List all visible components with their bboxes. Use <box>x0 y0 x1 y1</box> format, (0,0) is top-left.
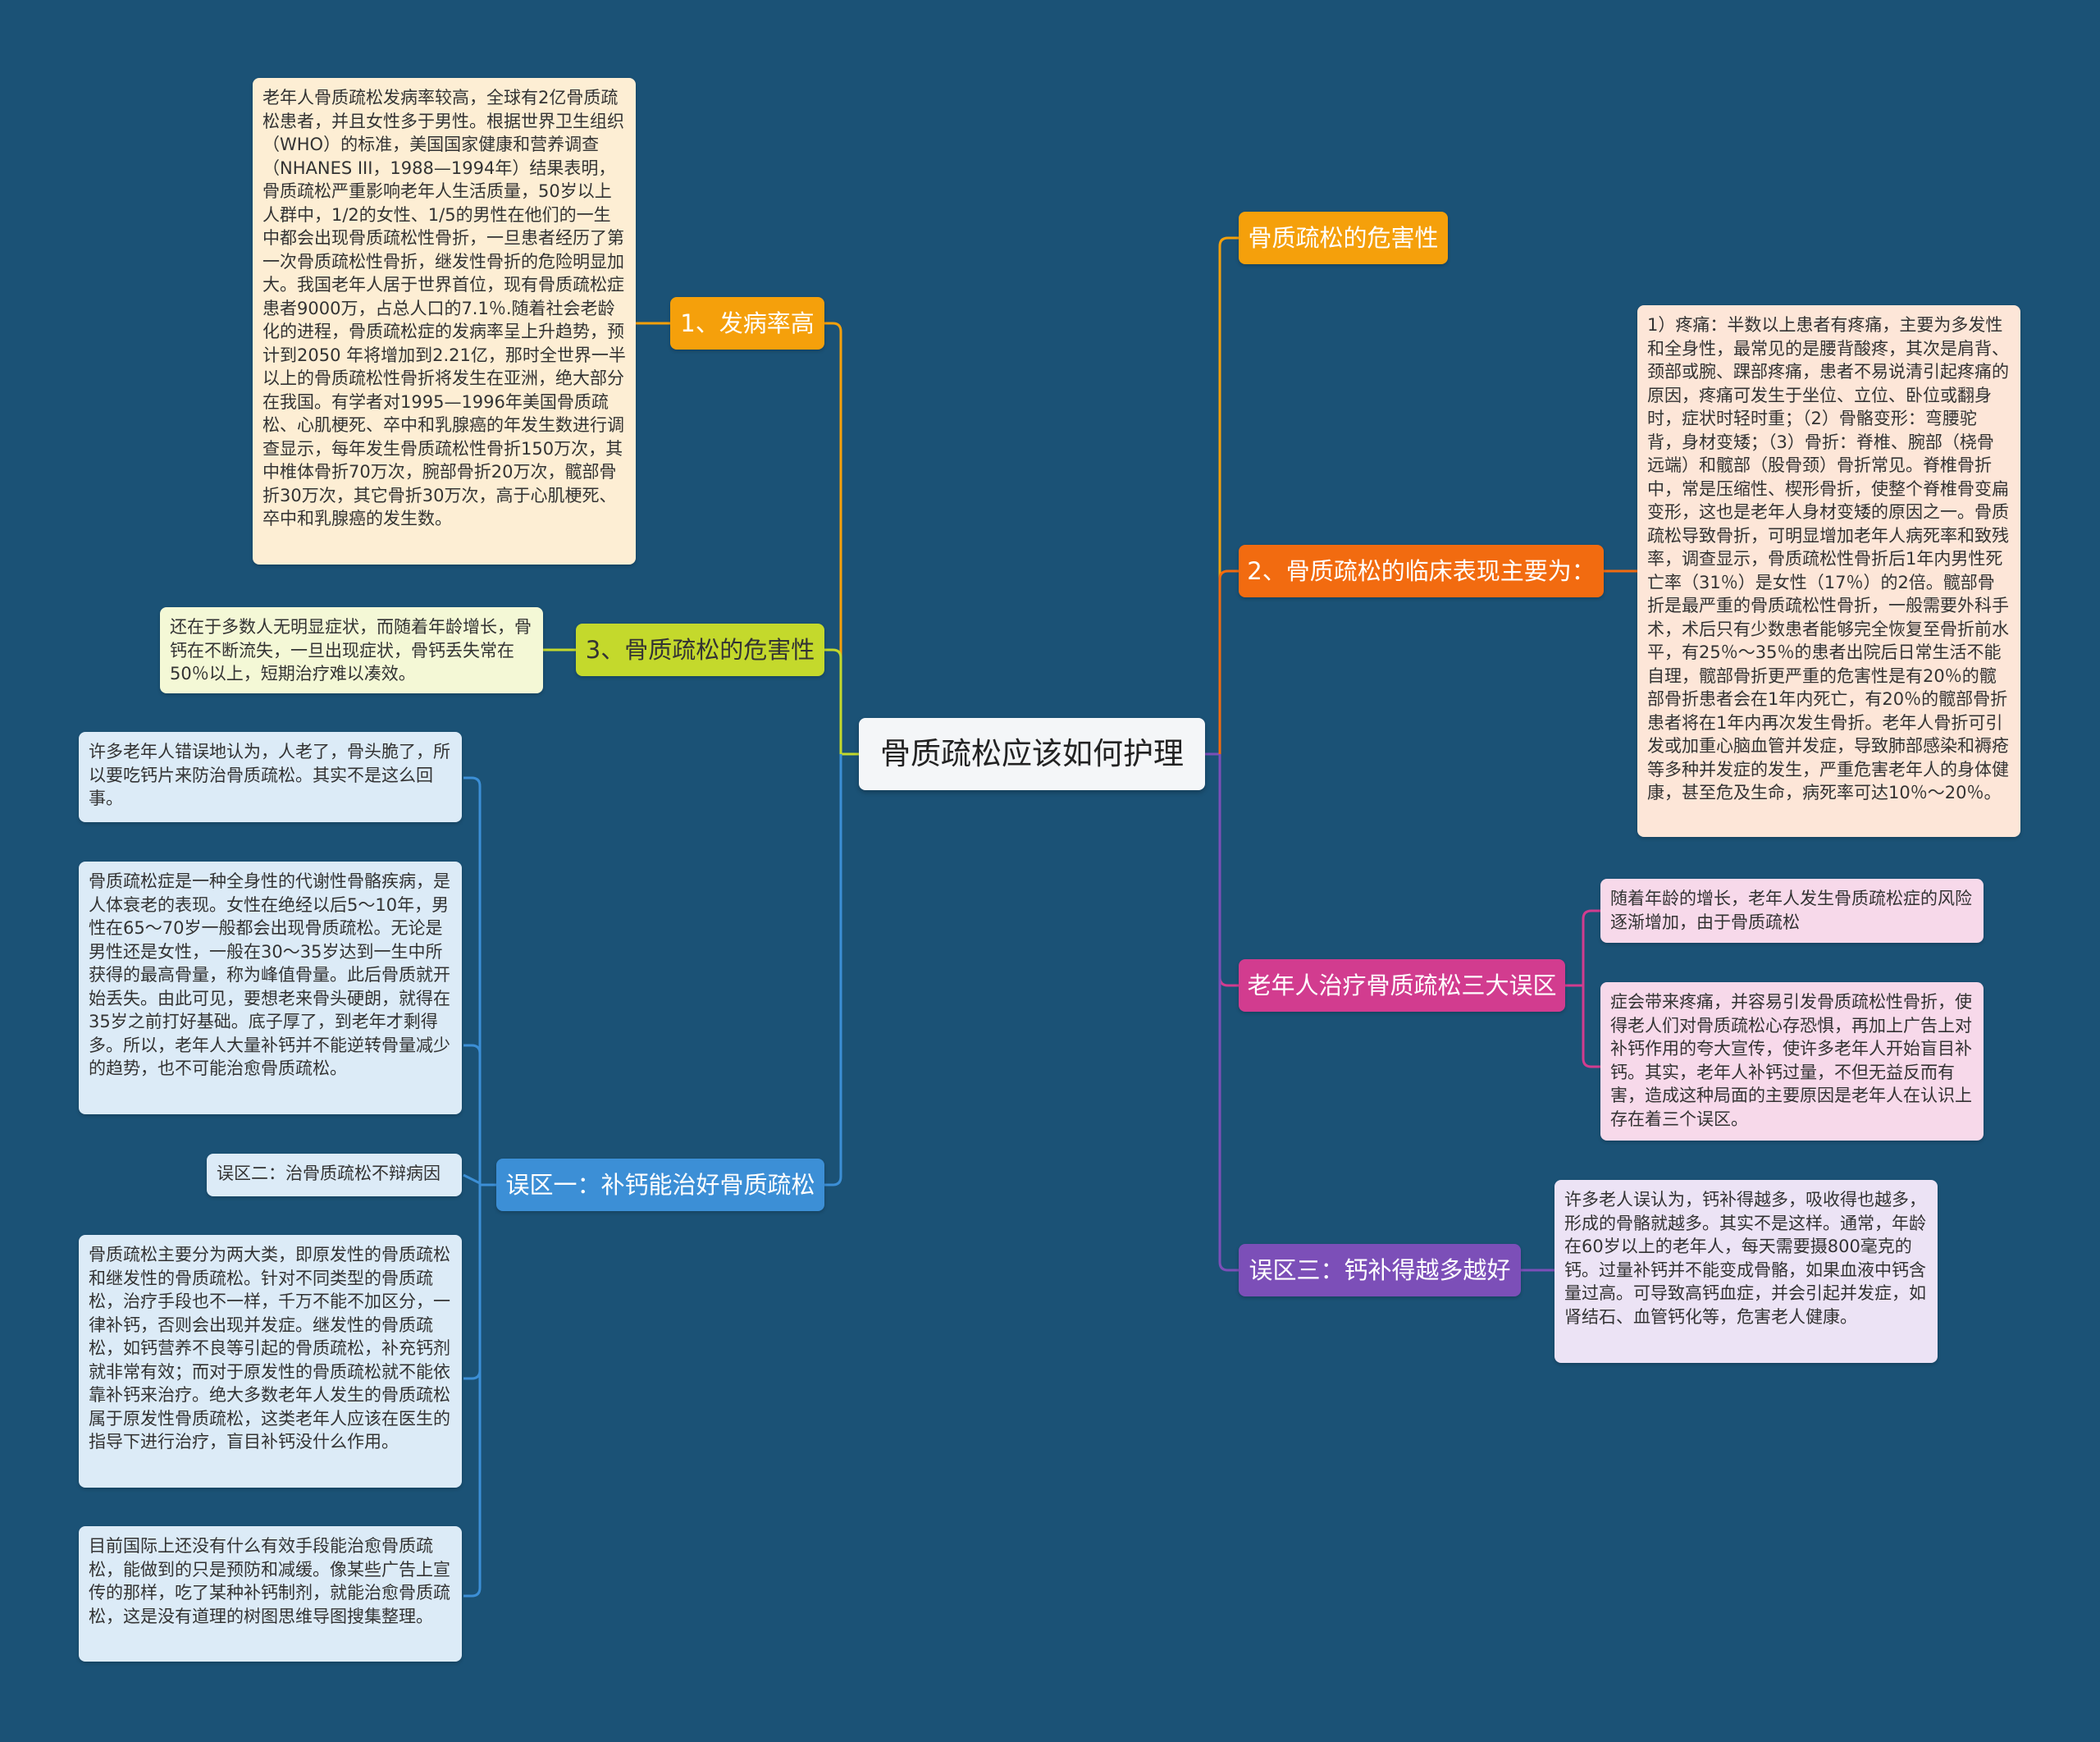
connector-sanda-leaves <box>1565 909 1600 1068</box>
leaf-linchuang: 1）疼痛：半数以上患者有疼痛，主要为多发性和全身性，最常见的是腰背酸疼，其次是肩… <box>1637 305 2020 837</box>
leaf-wuqu-one-2: 骨质疏松症是一种全身性的代谢性骨骼疾病，是人体衰老的表现。女性在绝经以后5～10… <box>79 862 462 1114</box>
leaf-wuqu-one-4: 骨质疏松主要分为两大类，即原发性的骨质疏松和继发性的骨质疏松。针对不同类型的骨质… <box>79 1235 462 1488</box>
connector-weihai-right <box>1218 236 1239 754</box>
leaf-wuqu-three: 许多老人误认为，钙补得越多，吸收得也越多，形成的骨骼就越多。其实不是这样。通常，… <box>1554 1180 1938 1363</box>
connector-fabinglv <box>824 322 842 754</box>
branch-fabinglv[interactable]: 1、发病率高 <box>670 297 824 350</box>
leaf-wuqu-one-3: 误区二：治骨质疏松不辩病因 <box>207 1154 462 1196</box>
leaf-sanda-2: 症会带来疼痛，并容易引发骨质疏松性骨折，使得老人们对骨质疏松心存恐惧，再加上广告… <box>1600 982 1984 1141</box>
branch-linchuang[interactable]: 2、骨质疏松的临床表现主要为： <box>1239 545 1604 597</box>
branch-weihai-left[interactable]: 3、骨质疏松的危害性 <box>576 624 824 676</box>
branch-sanda-wuqu[interactable]: 老年人治疗骨质疏松三大误区 <box>1239 959 1565 1012</box>
connector-wuqu-one <box>824 754 842 1186</box>
branch-weihai-right[interactable]: 骨质疏松的危害性 <box>1239 212 1448 264</box>
connector-weihai-left <box>824 648 842 754</box>
root-topic[interactable]: 骨质疏松应该如何护理 <box>859 718 1205 790</box>
leaf-sanda-1: 随着年龄的增长，老年人发生骨质疏松症的风险逐渐增加，由于骨质疏松 <box>1600 879 1984 943</box>
leaf-weihai-left: 还在于多数人无明显症状，而随着年龄增长，骨钙在不断流失，一旦出现症状，骨钙丢失常… <box>160 607 543 693</box>
connector-sanda <box>1218 754 1239 987</box>
leaf-wuqu-one-5: 目前国际上还没有什么有效手段能治愈骨质疏松，能做到的只是预防和减缓。像某些广告上… <box>79 1526 462 1662</box>
leaf-wuqu-one-1: 许多老年人错误地认为，人老了，骨头脆了，所以要吃钙片来防治骨质疏松。其实不是这么… <box>79 732 462 822</box>
leaf-fabinglv: 老年人骨质疏松发病率较高，全球有2亿骨质疏松患者，并且女性多于男性。根据世界卫生… <box>253 78 636 565</box>
connector-linchuang <box>1218 569 1239 754</box>
connector-wuqu-three <box>1218 754 1239 1272</box>
branch-wuqu-one[interactable]: 误区一：补钙能治好骨质疏松 <box>496 1159 824 1211</box>
connector-wuqu-one-leaves <box>463 776 496 1598</box>
branch-wuqu-three[interactable]: 误区三：钙补得越多越好 <box>1239 1244 1521 1296</box>
